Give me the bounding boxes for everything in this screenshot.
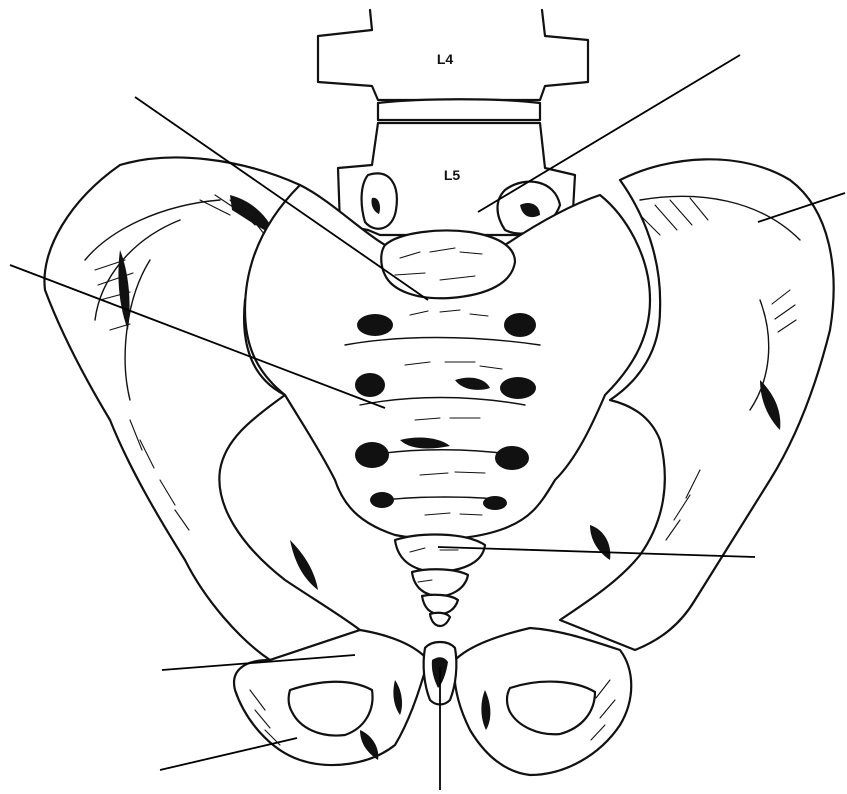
sacral-foramen xyxy=(500,377,536,399)
sacral-foramen xyxy=(504,313,536,337)
sacral-foramen xyxy=(357,314,393,336)
vertebra-label-l5: L5 xyxy=(444,167,461,183)
sacrum xyxy=(245,185,650,539)
sacral-foramen xyxy=(355,373,385,397)
right-pubis-ischium xyxy=(454,628,631,775)
vertebra-label-l4: L4 xyxy=(437,51,454,67)
sacral-foramen xyxy=(483,496,507,510)
sacral-foramen xyxy=(495,446,529,470)
sacral-foramen xyxy=(370,492,394,508)
leader-line xyxy=(160,738,297,770)
sacral-foramen xyxy=(355,442,389,468)
